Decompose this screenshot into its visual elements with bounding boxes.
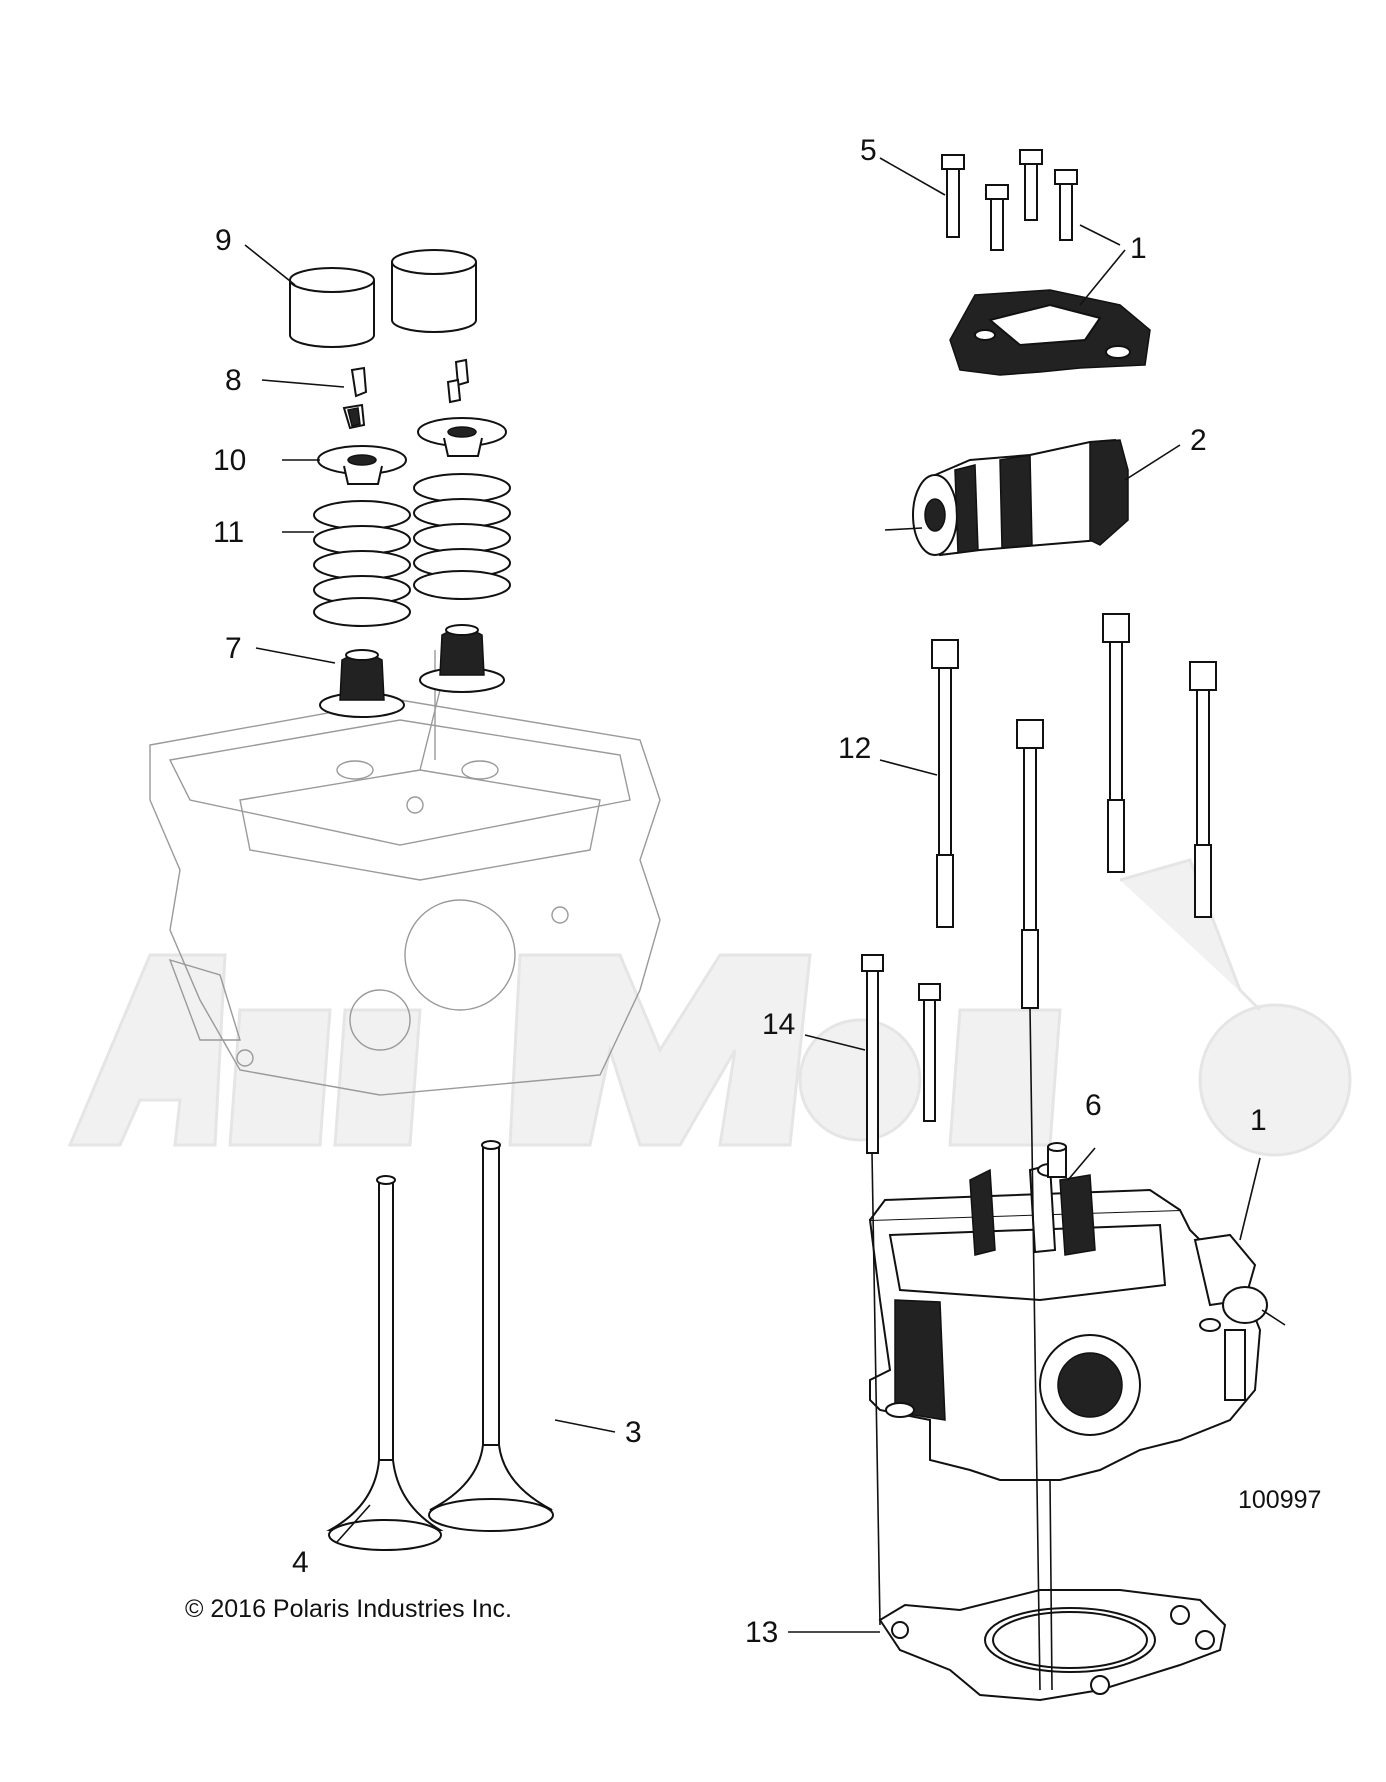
callout-1-top: 1 [1130, 232, 1147, 265]
dowel-pin [1047, 1142, 1067, 1178]
callout-10: 10 [213, 444, 246, 477]
valve-bucket [289, 249, 477, 348]
callout-14: 14 [762, 1008, 795, 1041]
callout-13: 13 [745, 1616, 778, 1649]
head-bolts-short [861, 954, 941, 1154]
callout-6: 6 [1085, 1089, 1102, 1122]
callout-7: 7 [225, 632, 242, 665]
leader-lines [244, 157, 1286, 1633]
cylinder-head [868, 1163, 1268, 1481]
alignment-lines [871, 1007, 1053, 1691]
watermark [67, 858, 1352, 1157]
valve-stem-seal [319, 624, 505, 718]
callout-4: 4 [292, 1546, 309, 1579]
spring-retainer [317, 417, 507, 485]
copyright: © 2016 Polaris Industries Inc. [185, 1595, 512, 1623]
callout-12: 12 [838, 732, 871, 765]
cam-cap-bolts [941, 149, 1078, 251]
valve-intake [326, 1175, 444, 1551]
valve-spring [313, 473, 511, 627]
cylinder-head-ghost [149, 650, 661, 1096]
camshaft [912, 438, 1129, 557]
callout-1-bottom: 1 [1250, 1104, 1267, 1137]
head-gasket [878, 1589, 1227, 1702]
callout-3: 3 [625, 1416, 642, 1449]
figure-number: 100997 [1238, 1486, 1321, 1514]
callout-8: 8 [225, 364, 242, 397]
camshaft-cap [949, 289, 1151, 376]
head-bolts-long [931, 613, 1217, 1009]
callout-5: 5 [860, 134, 877, 167]
callout-9: 9 [215, 224, 232, 257]
valve-exhaust [428, 1140, 554, 1532]
callout-11: 11 [213, 516, 244, 549]
valve-keepers [342, 358, 470, 430]
callout-2: 2 [1190, 424, 1207, 457]
